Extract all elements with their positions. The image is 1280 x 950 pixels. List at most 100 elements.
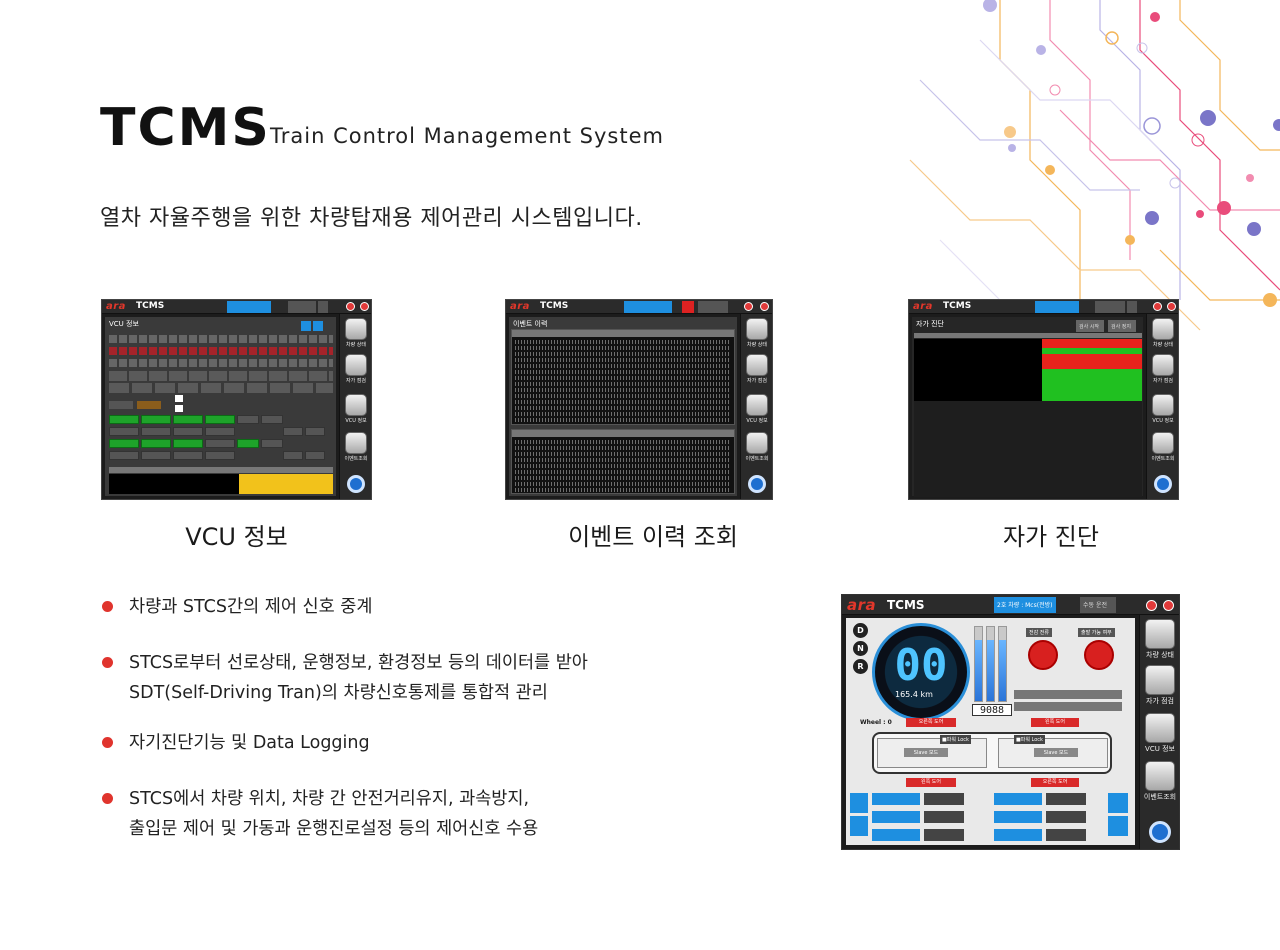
vcu-indicator <box>261 415 283 424</box>
close-icon[interactable] <box>360 302 369 311</box>
mode-button[interactable]: 2호 차량 : Mcs(전방) <box>994 597 1056 613</box>
event-list[interactable] <box>511 329 735 425</box>
control-button[interactable] <box>994 793 1042 805</box>
side-menu: 차량 상태 자가 점검 VCU 정보 이벤트조회 <box>1146 314 1178 499</box>
vcu-table-status <box>239 474 333 494</box>
control-button[interactable] <box>850 793 868 813</box>
minimize-icon[interactable] <box>1146 600 1157 611</box>
side-item-vcu[interactable]: VCU 정보 <box>1149 394 1177 424</box>
system-log-list[interactable] <box>511 429 735 494</box>
speed-gauge: 00 165.4 km <box>872 623 970 721</box>
side-item-selfcheck[interactable]: 자가 점검 <box>342 354 370 384</box>
s-button[interactable] <box>318 301 328 313</box>
minimize-icon[interactable] <box>744 302 753 311</box>
manual-button[interactable] <box>1095 301 1125 313</box>
control-button[interactable] <box>994 811 1042 823</box>
control-button[interactable] <box>994 829 1042 841</box>
side-item-events[interactable]: 이벤트조회 <box>1149 432 1177 462</box>
mode-button[interactable] <box>1035 301 1079 313</box>
close-icon[interactable] <box>1167 302 1176 311</box>
folder-icon <box>345 394 367 416</box>
track-diagram: ■파워 Lock ■파워 Lock Slave 모드 Slave 모드 <box>872 732 1112 774</box>
s-button[interactable] <box>1127 301 1137 313</box>
map-pin-icon <box>345 354 367 376</box>
drive-r-indicator: R <box>853 659 868 674</box>
manual-button[interactable] <box>698 301 728 313</box>
minimize-icon[interactable] <box>1153 302 1162 311</box>
control-button[interactable] <box>1108 793 1128 813</box>
side-item-events[interactable]: 이벤트조회 <box>1142 761 1178 802</box>
brake-left-button[interactable]: 왼쪽 도어 <box>906 778 956 787</box>
checkbox[interactable] <box>175 395 183 402</box>
vcu-indicator <box>283 427 303 436</box>
side-item-events[interactable]: 이벤트조회 <box>743 432 771 462</box>
door-left-button[interactable]: 왼쪽 도어 <box>1031 718 1079 727</box>
manual-button[interactable] <box>288 301 316 313</box>
bullet-dot-icon <box>102 657 113 668</box>
event-screenshot: ara TCMS 이벤트 이력 차량 상태 자가 점검 VCU 정보 이벤트조회 <box>505 299 773 500</box>
close-icon[interactable] <box>1163 600 1174 611</box>
vcu-indicator <box>237 415 259 424</box>
check-stop-button[interactable]: 검사 정지 <box>1108 320 1136 332</box>
brake-right-button[interactable]: 오른쪽 도어 <box>1031 778 1079 787</box>
settings-icon[interactable] <box>1154 475 1172 493</box>
folder-icon <box>1145 713 1175 743</box>
disc-icon <box>1145 619 1175 649</box>
bullet-dot-icon <box>102 793 113 804</box>
diag-screenshot: ara TCMS 자가 진단 검사 시작 검사 정지 차량 상태 자가 점검 V… <box>908 299 1179 500</box>
lock-left: ■파워 Lock <box>940 735 971 744</box>
side-item-vehicle[interactable]: 차량 상태 <box>743 318 771 348</box>
control-button[interactable] <box>872 829 920 841</box>
vcu-indicator <box>205 427 235 436</box>
diag-empty-area <box>914 401 1142 497</box>
control-button[interactable] <box>872 793 920 805</box>
diag-result-pass <box>1042 348 1142 354</box>
settings-icon[interactable] <box>1149 821 1171 843</box>
manual-button[interactable]: 수동 운전 <box>1080 597 1116 613</box>
control-button[interactable] <box>850 816 868 836</box>
slave-mode-left: Slave 모드 <box>904 748 948 757</box>
diag-table-items <box>914 339 1042 401</box>
door-right-button[interactable]: 오른쪽 도어 <box>906 718 956 727</box>
control-button[interactable] <box>872 811 920 823</box>
info-line <box>1014 702 1122 711</box>
map-pin-icon <box>1152 354 1174 376</box>
side-item-events[interactable]: 이벤트조회 <box>342 432 370 462</box>
side-item-vcu[interactable]: VCU 정보 <box>743 394 771 424</box>
vcu-button[interactable] <box>313 321 323 331</box>
value-box <box>1046 829 1086 841</box>
vcu-status-row <box>109 347 333 355</box>
side-item-vcu[interactable]: VCU 정보 <box>342 394 370 424</box>
side-item-vehicle[interactable]: 차량 상태 <box>1142 619 1178 660</box>
control-button[interactable] <box>1108 816 1128 836</box>
settings-icon[interactable] <box>748 475 766 493</box>
vcu-panel-title: VCU 정보 <box>109 320 139 328</box>
app-title: TCMS <box>887 598 925 612</box>
side-item-vcu[interactable]: VCU 정보 <box>1142 713 1178 754</box>
checkbox[interactable] <box>175 405 183 412</box>
mode-button[interactable] <box>624 301 672 313</box>
caption-event: 이벤트 이력 조회 <box>568 523 738 551</box>
mode-button[interactable] <box>227 301 271 313</box>
vcu-indicator <box>283 451 303 460</box>
check-start-button[interactable]: 검사 시작 <box>1076 320 1104 332</box>
folder-icon <box>746 394 768 416</box>
side-item-selfcheck[interactable]: 자가 점검 <box>743 354 771 384</box>
vcu-button[interactable] <box>301 321 311 331</box>
side-item-selfcheck[interactable]: 자가 점검 <box>1149 354 1177 384</box>
side-item-vehicle[interactable]: 차량 상태 <box>1149 318 1177 348</box>
diag-panel: 자가 진단 검사 시작 검사 정지 <box>912 317 1143 497</box>
close-icon[interactable] <box>760 302 769 311</box>
side-item-vehicle[interactable]: 차량 상태 <box>342 318 370 348</box>
disc-icon <box>1152 318 1174 340</box>
alarm-button[interactable] <box>682 301 694 313</box>
side-item-selfcheck[interactable]: 자가 점검 <box>1142 665 1178 706</box>
app-title: TCMS <box>540 301 569 311</box>
value-box <box>1046 811 1086 823</box>
vcu-indicator <box>109 451 139 460</box>
caption-diag: 자가 진단 <box>1003 523 1099 551</box>
settings-icon[interactable] <box>347 475 365 493</box>
vcu-indicator <box>173 427 203 436</box>
speed-value: 00 <box>894 640 948 691</box>
minimize-icon[interactable] <box>346 302 355 311</box>
